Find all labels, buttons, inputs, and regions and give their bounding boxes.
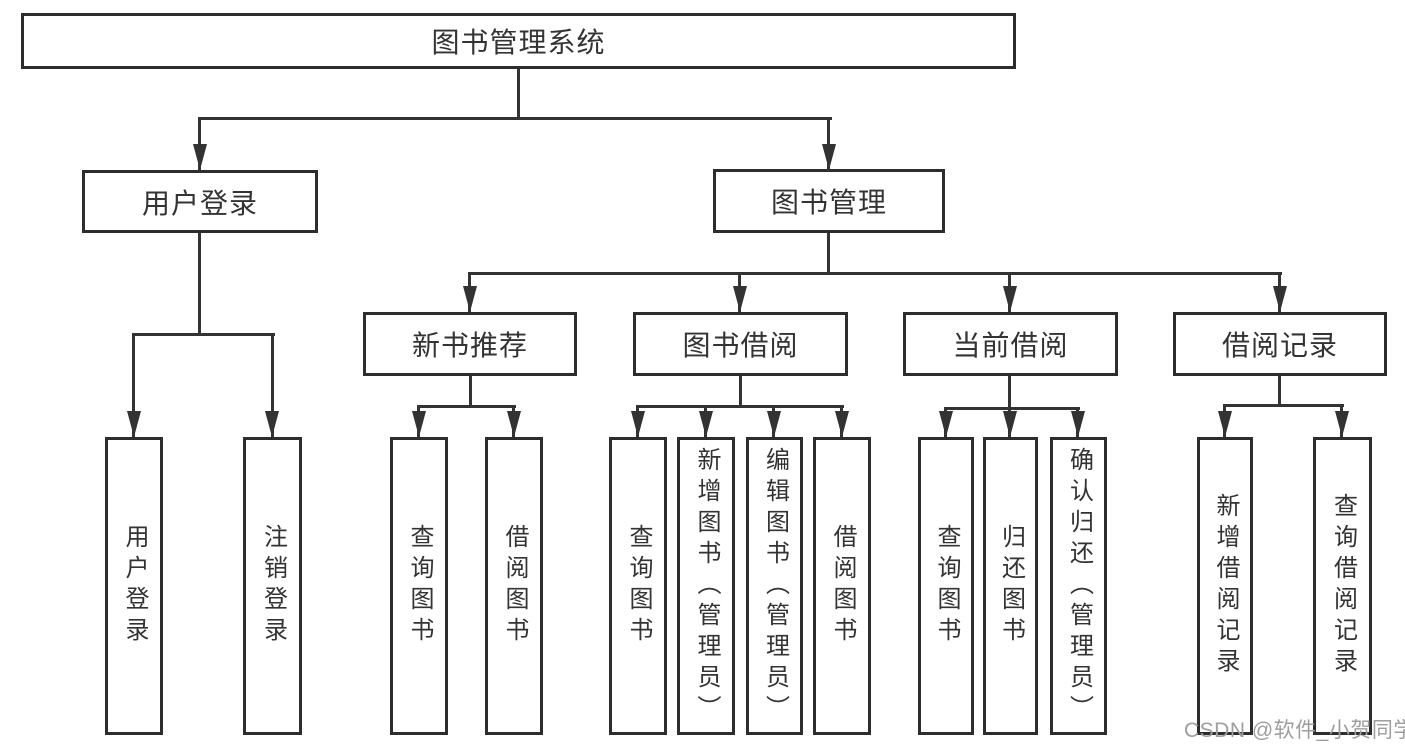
arrow-down-icon <box>507 411 521 437</box>
leaf-label: 查询图书 <box>625 524 652 648</box>
leaf-label: 新增图书（管理员） <box>693 446 720 726</box>
arrow-down-icon <box>939 411 953 437</box>
connector-bar <box>944 407 1080 410</box>
leaf-add-borrow-record: 新增借阅记录 <box>1197 437 1253 735</box>
leaf-query-books-borrowing: 查询图书 <box>609 437 667 735</box>
leaf-query-books-recommend: 查询图书 <box>390 437 448 735</box>
leaf-label: 注销登录 <box>259 524 287 648</box>
connector-line <box>198 117 201 170</box>
arrow-down-icon <box>733 286 747 312</box>
leaf-query-books-current: 查询图书 <box>918 437 974 735</box>
arrow-down-icon <box>835 411 849 437</box>
arrow-down-icon <box>767 411 781 437</box>
node-label: 当前借阅 <box>952 330 1069 361</box>
node-label: 借阅记录 <box>1221 330 1338 361</box>
node-current-borrowing: 当前借阅 <box>903 312 1118 376</box>
arrow-down-icon <box>1273 286 1287 312</box>
leaf-label: 借阅图书 <box>501 524 528 648</box>
arrow-down-icon <box>127 411 141 437</box>
leaf-label: 归还图书 <box>997 524 1025 648</box>
connector-bar <box>468 272 1282 275</box>
node-label: 用户登录 <box>141 187 258 219</box>
leaf-confirm-return-admin: 确认归还（管理员） <box>1050 437 1107 735</box>
arrow-down-icon <box>412 411 426 437</box>
leaf-edit-books-admin: 编辑图书（管理员） <box>746 437 803 735</box>
node-borrowing-records: 借阅记录 <box>1173 312 1387 376</box>
node-book-borrowing: 图书借阅 <box>633 312 848 376</box>
watermark: CSDN @软件_小贺同学 <box>1184 719 1405 742</box>
connector-line <box>271 333 274 437</box>
node-label: 图书借阅 <box>682 330 799 361</box>
leaf-label: 借阅图书 <box>829 524 856 648</box>
leaf-label: 用户登录 <box>121 524 148 648</box>
arrow-down-icon <box>1003 286 1017 312</box>
leaf-label: 编辑图书（管理员） <box>761 446 789 726</box>
connector-bar <box>133 333 275 336</box>
arrow-down-icon <box>193 144 207 170</box>
leaf-label: 查询借阅记录 <box>1329 493 1357 679</box>
connector-stem <box>1278 376 1281 407</box>
connector-bar <box>198 117 832 120</box>
connector-bar <box>636 405 844 408</box>
leaf-return-books: 归还图书 <box>983 437 1038 735</box>
connector-bar <box>1223 404 1344 407</box>
connector-stem <box>198 233 201 335</box>
node-label: 新书推荐 <box>411 330 528 361</box>
arrow-down-icon <box>1335 411 1349 437</box>
node-new-book-recommend: 新书推荐 <box>363 312 577 376</box>
leaf-logout-login: 注销登录 <box>243 437 302 735</box>
node-label: 图书管理系统 <box>431 27 606 58</box>
arrow-down-icon <box>1071 411 1085 437</box>
leaf-user-login: 用户登录 <box>105 437 163 735</box>
arrow-down-icon <box>699 411 713 437</box>
connector-line <box>132 333 135 437</box>
connector-line <box>827 117 830 170</box>
node-book-management-system: 图书管理系统 <box>21 13 1016 69</box>
connector-stem <box>469 376 472 408</box>
node-book-management: 图书管理 <box>713 169 945 233</box>
leaf-query-borrow-record: 查询借阅记录 <box>1313 437 1372 735</box>
leaf-label: 新增借阅记录 <box>1212 493 1239 679</box>
arrow-down-icon <box>265 411 279 437</box>
arrow-down-icon <box>1218 411 1232 437</box>
connector-bar <box>417 405 516 408</box>
connector-stem <box>517 69 520 120</box>
leaf-label: 查询图书 <box>933 524 960 648</box>
leaf-label: 查询图书 <box>406 524 433 648</box>
connector-stem <box>1008 376 1011 410</box>
arrow-down-icon <box>631 411 645 437</box>
leaf-add-books-admin: 新增图书（管理员） <box>677 437 735 735</box>
arrow-down-icon <box>1003 411 1017 437</box>
connector-stem <box>827 233 830 275</box>
arrow-down-icon <box>463 286 477 312</box>
node-user-login: 用户登录 <box>82 170 318 233</box>
arrow-down-icon <box>822 144 836 170</box>
leaf-borrow-books-borrowing: 借阅图书 <box>813 437 871 735</box>
connector-stem <box>739 376 742 408</box>
node-label: 图书管理 <box>770 187 887 218</box>
leaf-borrow-books-recommend: 借阅图书 <box>485 437 543 735</box>
leaf-label: 确认归还（管理员） <box>1065 446 1093 726</box>
